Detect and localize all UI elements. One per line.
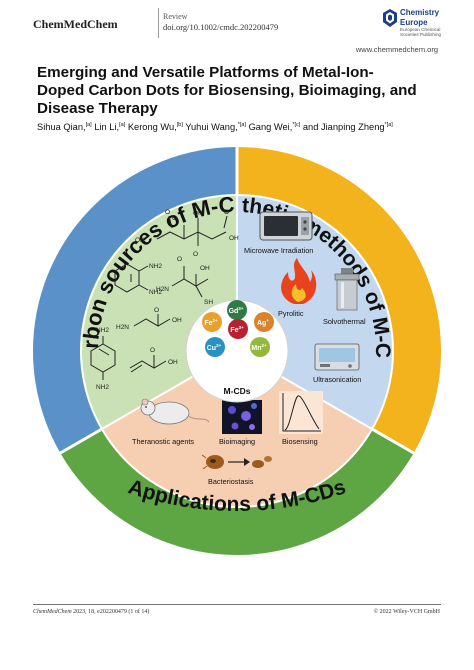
footer-copyright: © 2022 Wiley-VCH GmbH — [373, 609, 440, 615]
phenylenediamine-para-structure — [90, 336, 116, 380]
ion-label: Mn2+ — [251, 343, 267, 352]
chem-label-oh: OH — [193, 210, 203, 217]
application-item-biosensing: Biosensing — [282, 437, 318, 446]
acrylic-acid-structure — [129, 355, 167, 373]
chem-label-oh: OH — [172, 317, 182, 324]
author-affiliation: [b] — [176, 122, 183, 128]
footer-citation: ChemMedChem 2023, 18, e202200479 (1 of 1… — [33, 609, 149, 615]
chem-label-nh2: NH2 — [96, 384, 109, 391]
chem-label-o: O — [154, 307, 159, 314]
chem-label-o: O — [150, 347, 155, 354]
synthesis-item-solvothermal: Solvothermal — [323, 317, 366, 326]
application-item-bioimaging: Bioimaging — [219, 437, 255, 446]
author-name: Yuhui Wang, — [185, 122, 238, 133]
chem-label-nh2: NH2 — [96, 327, 109, 334]
author-affiliation: [a] — [85, 122, 92, 128]
author-name: Sihua Qian, — [37, 122, 86, 133]
mouse-icon — [140, 398, 210, 425]
journal-name: ChemMedChem — [33, 17, 118, 31]
chemistry-europe-logo-mark — [383, 9, 397, 27]
chem-label-oh: OH — [135, 237, 145, 244]
logo-tagline: European Chemical Societies Publishing — [400, 27, 442, 38]
ion-label: Cu2+ — [207, 343, 222, 352]
chem-label-o: O — [172, 215, 177, 222]
logo-tagline-1: European Chemical — [400, 27, 441, 32]
logo-line-2: Europe — [400, 18, 428, 27]
article-type: Review — [163, 12, 188, 21]
bacteria-icon — [201, 454, 272, 470]
glycine-structure — [133, 314, 171, 327]
ion-label: Fe3+ — [230, 325, 244, 334]
chem-label-oh: OH — [229, 235, 239, 242]
citric-acid-structure — [156, 215, 228, 246]
chem-label-o: O — [224, 209, 229, 216]
ion-sphere-fe-3plus — [228, 319, 248, 339]
chem-label-sh: SH — [204, 299, 213, 306]
synthesis-item-pyrolitic: Pyrolitic — [278, 309, 304, 318]
chem-label-nh2: NH2 — [149, 289, 162, 296]
header-divider — [158, 8, 159, 38]
chem-label-h2n: H2N — [116, 324, 129, 331]
chem-label-oh: OH — [200, 265, 210, 272]
author-name: Kerong Wu, — [127, 122, 177, 133]
metal-ions: Gd3+ Ag+ Mn2+ Cu2+ Fe2+ Fe3+ — [202, 300, 274, 357]
doi-link[interactable]: doi.org/10.1002/cmdc.202200479 — [163, 22, 279, 32]
chem-label-h2n: H2N — [156, 286, 169, 293]
footer-divider — [33, 604, 441, 605]
author-name: and Jianping Zheng — [302, 122, 385, 133]
chem-label-nh2: NH2 — [149, 263, 162, 270]
ion-sphere-gd-3plus — [227, 300, 247, 320]
ultrasonic-bath-icon — [314, 343, 360, 371]
application-item-theranostic: Theranostic agents — [132, 437, 194, 446]
author-affiliation: *[a] — [384, 122, 393, 128]
application-item-bacteriostasis: Bacteriostasis — [208, 477, 254, 486]
ion-label: Gd3+ — [229, 306, 244, 315]
author-affiliation: *[a] — [237, 122, 246, 128]
author-name: Lin Li, — [94, 122, 120, 133]
author-name: Gang Wei, — [248, 122, 293, 133]
logo-tagline-2: Societies Publishing — [400, 31, 442, 37]
ion-sphere-mn-2plus — [250, 337, 270, 357]
logo-line-1: Chemistry — [400, 8, 440, 17]
ion-label: Ag+ — [257, 318, 269, 327]
ion-label: Fe2+ — [204, 318, 218, 327]
journal-website[interactable]: www.chemmedchem.org — [355, 45, 438, 54]
author-affiliation: *[c] — [292, 122, 301, 128]
ion-sphere-ag-plus — [254, 312, 274, 332]
chem-label-o: O — [165, 209, 170, 216]
footer-journal: ChemMedChem — [33, 609, 72, 615]
ion-sphere-cu-2plus — [205, 337, 225, 357]
author-list: Sihua Qian,[a] Lin Li,[a] Kerong Wu,[b] … — [37, 122, 447, 132]
author-affiliation: [a] — [119, 122, 126, 128]
synthesis-item-ultrasonication: Ultrasonication — [313, 375, 361, 384]
phenylenediamine-ortho-structure — [114, 263, 149, 293]
center-label: M-CDs — [224, 386, 251, 396]
microwave-oven-icon — [259, 211, 313, 241]
ion-sphere-fe-2plus — [202, 312, 222, 332]
toc-graphic: Carbon sources of M-CDs Synthetic method… — [32, 146, 442, 556]
chem-label-oh: OH — [168, 359, 178, 366]
flame-icon — [281, 258, 317, 304]
autoclave-reactor-icon — [334, 268, 360, 311]
article-title: Emerging and Versatile Platforms of Meta… — [37, 64, 417, 118]
footer-citation-detail: 2023, 18, e202200479 (1 of 14) — [73, 609, 150, 615]
bioimaging-cells-icon — [222, 400, 262, 434]
chem-label-o: O — [177, 256, 182, 263]
synthesis-item-microwave: Microwave Irradiation — [244, 246, 313, 255]
chem-label-o: O — [193, 251, 198, 258]
cysteine-structure — [171, 266, 209, 298]
chemistry-europe-logo: Chemistry Europe European Chemical Socie… — [383, 7, 453, 37]
biosensing-curve-icon — [279, 391, 323, 434]
